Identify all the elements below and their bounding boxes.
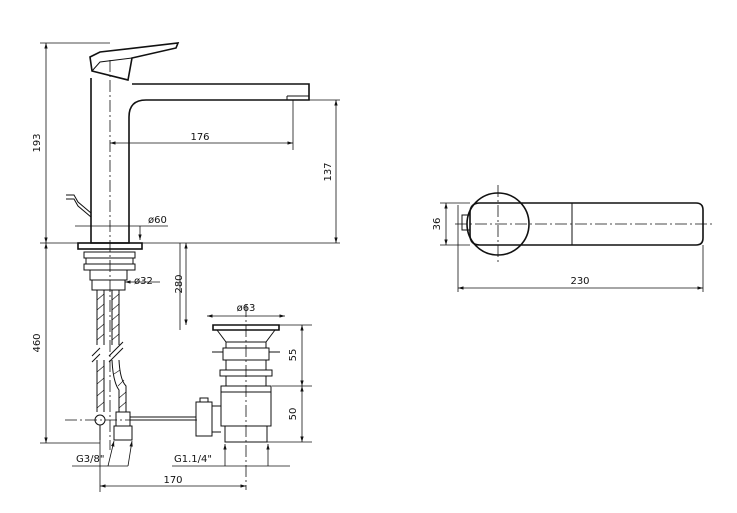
dimension-labels: 193 176 137 ø60 ø32 460 280 ø63 55 50 G3… — [32, 132, 590, 486]
dim-spout-reach: 176 — [190, 132, 209, 143]
centre-lines — [65, 60, 247, 490]
dim-overall-height: 193 — [32, 133, 43, 152]
dim-waste-lower: 50 — [288, 408, 299, 421]
dim-inlet-thread: G3/8" — [76, 454, 104, 465]
dim-waste-offset: 280 — [174, 274, 185, 293]
dim-waste-upper: 55 — [288, 349, 299, 362]
dim-plan-length: 230 — [570, 276, 589, 287]
dim-centre-distance: 170 — [163, 475, 182, 486]
dim-base-diameter: ø60 — [148, 215, 167, 226]
dimension-lines — [40, 42, 704, 492]
plan-view — [455, 185, 712, 262]
dim-shank-diameter: ø32 — [134, 276, 153, 287]
dim-waste-diameter: ø63 — [237, 303, 256, 314]
lever-handle — [89, 42, 180, 81]
faucet-side-view — [66, 42, 310, 441]
spout — [90, 78, 310, 244]
flexible-hoses — [91, 290, 127, 412]
lever-plan — [469, 202, 704, 246]
popup-rod — [66, 194, 92, 218]
waste-assembly — [195, 324, 280, 443]
dim-waste-thread: G1.1/4" — [174, 454, 212, 465]
dim-spout-height: 137 — [323, 162, 334, 181]
dim-plan-width: 36 — [432, 218, 443, 231]
dim-tail-length: 460 — [32, 333, 43, 352]
